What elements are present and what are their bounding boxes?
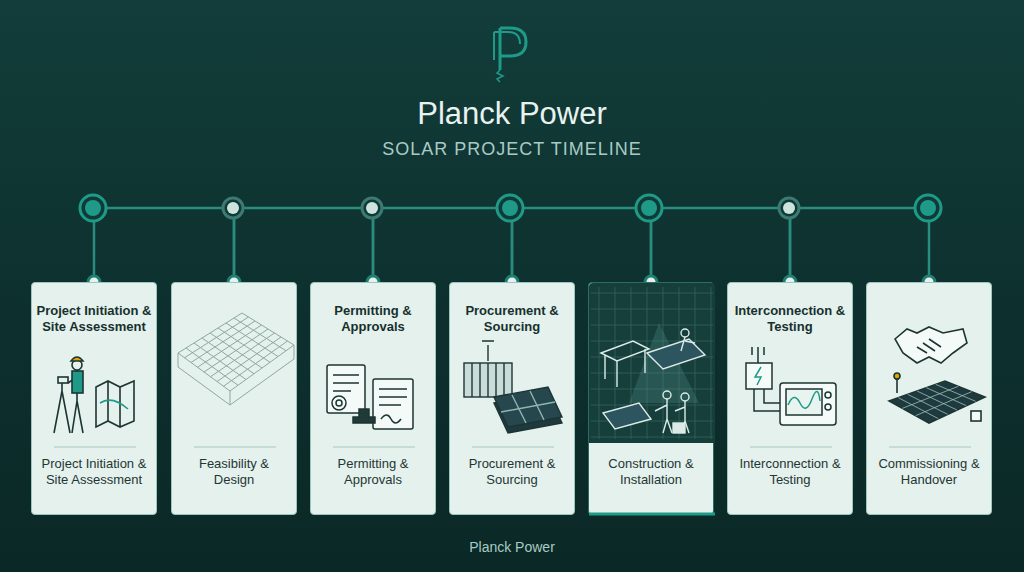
timeline-dots [80,195,941,221]
stage-card: Project Initiation & Site AssessmentProj… [31,282,157,515]
timeline-connector [651,208,790,282]
timeline-connector [94,208,234,282]
stage-label: Feasibility & Design [178,456,290,488]
timeline-connector [234,208,373,282]
stage-label: Procurement & Sourcing [456,456,568,488]
stage-card: Procurement & SourcingProcurement & Sour… [449,282,575,515]
timeline-connector [373,208,512,282]
stage-card: Interconnection & TestingInterconnection… [727,282,853,515]
timeline-connector [512,208,651,282]
stage-label: Commissioning & Handover [873,456,985,488]
stage-label: Interconnection & Testing [734,456,846,488]
stage-heading: Interconnection & Testing [732,303,848,335]
stage-heading: Permitting & Approvals [315,303,431,335]
stage-label: Project Initiation & Site Assessment [38,456,150,488]
title: Planck Power [0,96,1024,132]
stage-card: Permitting & ApprovalsPermitting & Appro… [310,282,436,515]
subtitle: SOLAR PROJECT TIMELINE [0,139,1024,160]
timeline-connector [790,208,929,282]
stage-card: Feasibility & Design [171,282,297,515]
caption: Planck Power [0,539,1024,555]
stage-card: Construction & Installation [588,282,714,515]
logo [494,28,526,82]
stage-label: Construction & Installation [595,456,707,488]
stage-label: Permitting & Approvals [317,456,429,488]
stage-heading: Project Initiation & Site Assessment [36,303,152,335]
stage-heading: Procurement & Sourcing [454,303,570,335]
stage-card: Commissioning & Handover [866,282,992,515]
